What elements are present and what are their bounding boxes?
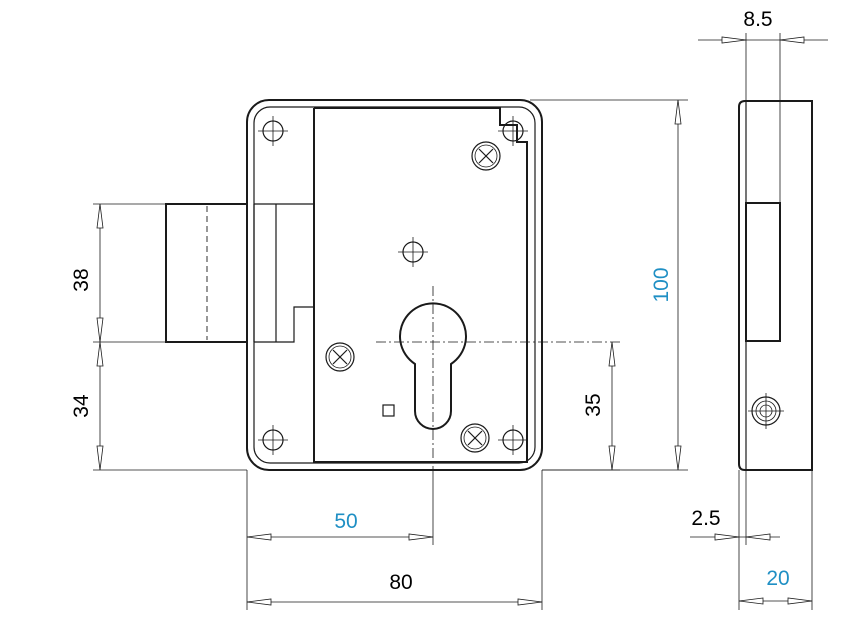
mounting-holes: [258, 116, 528, 455]
screw-icon: [471, 141, 501, 171]
mounting-hole-icon: [498, 116, 528, 146]
bolt-outline: [165, 203, 247, 343]
dim-bolt-to-bottom: 34: [70, 341, 247, 471]
keyhole-outline: [399, 302, 467, 430]
side-screw-icon: [748, 393, 784, 429]
screw-icon: [460, 423, 490, 453]
mounting-hole-icon: [398, 237, 428, 267]
dim-overall-width: 80: [246, 470, 543, 610]
dim-key-to-bottom: 35: [542, 341, 620, 471]
dim-label-overall-height: 100: [650, 267, 673, 302]
screw-icon: [325, 342, 355, 372]
dim-label-offset: 2.5: [691, 507, 720, 530]
dim-label-depth: 20: [766, 567, 789, 590]
dim-label-bolt-height: 38: [70, 268, 93, 291]
dim-label-top-thickness: 8.5: [743, 8, 772, 31]
dim-key-from-left: 50: [246, 470, 434, 610]
body-outer-outline: [246, 99, 543, 471]
bolt-step: [254, 306, 314, 343]
dim-bolt-height: 38: [70, 203, 166, 343]
screws: [325, 141, 501, 453]
cover-plate: [313, 107, 528, 463]
side-bolt-slot: [745, 202, 781, 342]
mounting-hole-icon: [258, 425, 288, 455]
mounting-hole-icon: [498, 425, 528, 455]
keyhole: [376, 286, 620, 470]
small-square-mark: [382, 404, 395, 417]
dim-depth: 20: [738, 470, 813, 610]
dim-label-bolt-to-bottom: 34: [70, 394, 93, 418]
dim-label-key-from-left: 50: [334, 510, 357, 533]
side-body-outline: [738, 100, 813, 471]
dim-overall-height: 100: [530, 99, 688, 471]
bolt: [165, 203, 314, 343]
mounting-hole-icon: [258, 116, 288, 146]
dim-offset: 2.5: [690, 470, 780, 610]
dim-top-thickness: 8.5: [698, 8, 828, 203]
lock-body-front-view: [246, 99, 543, 471]
lock-side-view: [738, 100, 813, 471]
dim-label-key-to-bottom: 35: [582, 393, 605, 416]
dim-label-overall-width: 80: [389, 571, 412, 594]
